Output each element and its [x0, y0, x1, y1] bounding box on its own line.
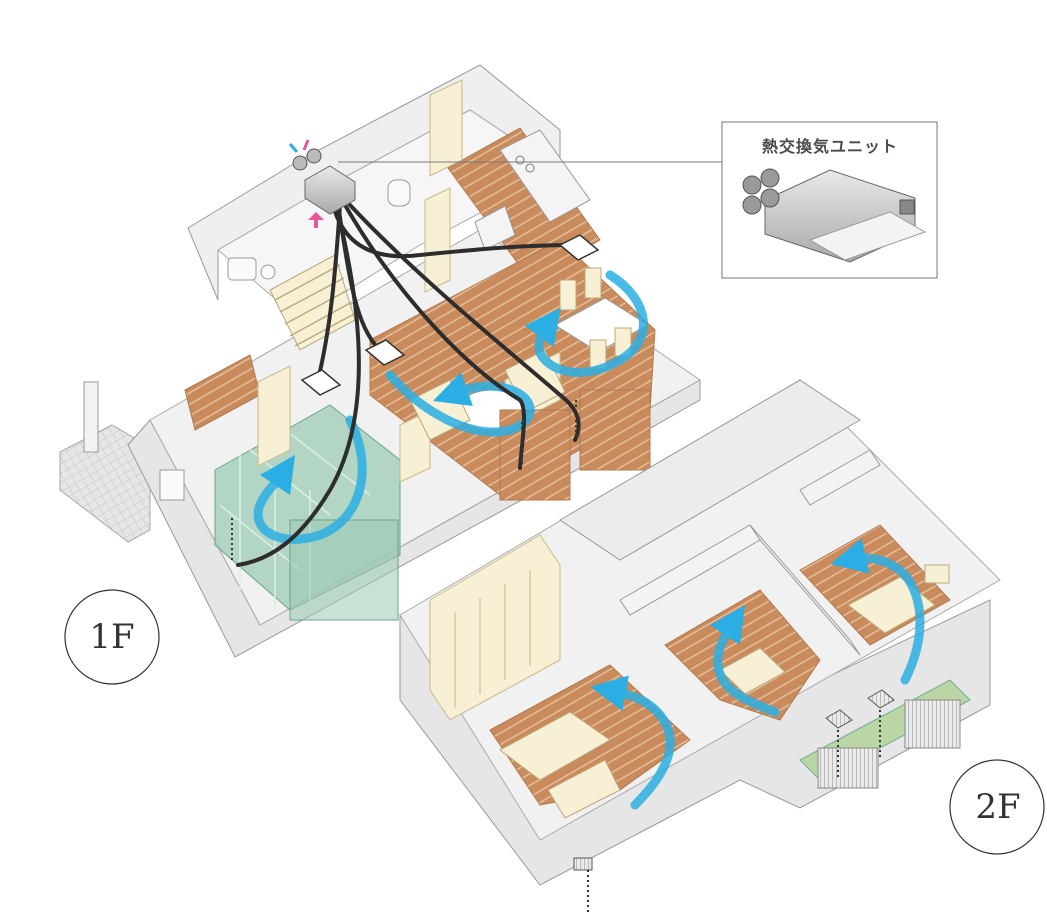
unit-callout-title: 熱交換気ユニット — [761, 137, 898, 156]
bed-1 — [499, 711, 621, 819]
floor-badge-1f — [64, 589, 160, 685]
second-floor — [399, 379, 1001, 912]
balcony — [799, 679, 971, 789]
exhaust-arrow-icon — [302, 139, 310, 151]
bedroom-2-floor — [664, 589, 821, 721]
floor-badge-2f — [949, 759, 1045, 855]
exhaust-up-icon — [308, 212, 324, 228]
walk-in-closet — [429, 534, 561, 721]
vent-drops-2f — [587, 710, 881, 912]
dining-set — [554, 267, 649, 369]
partition-walls-2f — [619, 449, 881, 656]
heat-exchange-unit-1f — [288, 139, 356, 228]
floor-label-2f: 2F — [975, 787, 1021, 827]
back-wall-2f — [559, 379, 861, 561]
intake-arrow-icon — [288, 143, 299, 153]
airflow-2f — [590, 538, 925, 810]
unit-illustration — [742, 168, 927, 263]
vent-drops — [231, 400, 577, 562]
bathroom-fixtures — [159, 179, 411, 501]
kitchen-counter — [474, 129, 591, 251]
entrance-porch — [59, 424, 151, 543]
ceiling-vents — [300, 234, 600, 396]
porch-post — [83, 381, 99, 453]
floor-label-1f: 1F — [89, 617, 135, 657]
unit-callout — [721, 121, 938, 279]
desk-2 — [719, 647, 786, 695]
floor-vents-2f — [573, 689, 895, 871]
